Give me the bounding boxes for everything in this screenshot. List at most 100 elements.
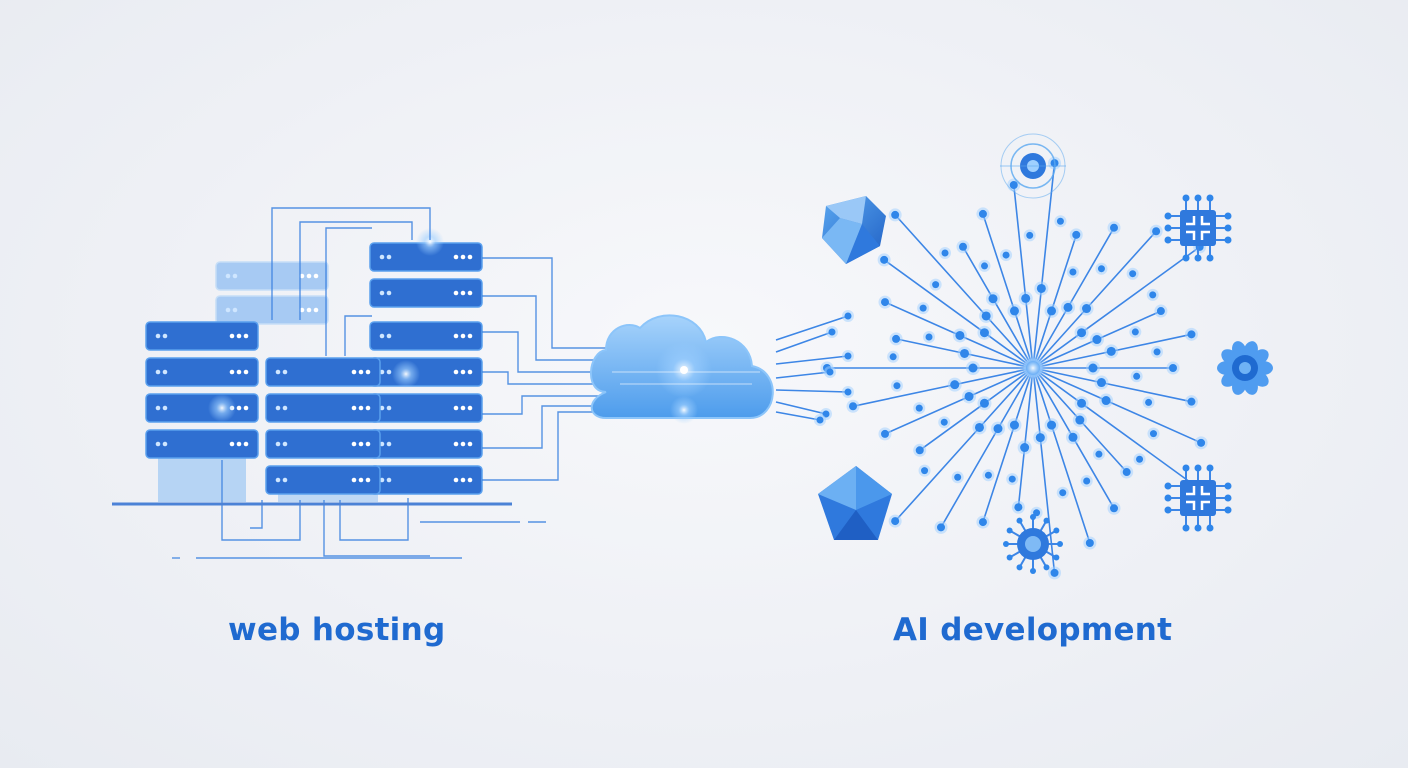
cog-spoke	[1044, 530, 1057, 538]
network-node	[1187, 397, 1196, 406]
cog-tooth	[1006, 554, 1013, 561]
network-node	[844, 388, 852, 396]
network-node	[964, 391, 974, 401]
network-node	[828, 328, 836, 336]
network-node	[1059, 489, 1067, 497]
network-node	[978, 209, 987, 218]
network-node	[988, 294, 998, 304]
network-link	[894, 214, 1034, 369]
network-node	[1021, 293, 1031, 303]
network-feed-link	[775, 315, 849, 341]
network-node	[1169, 364, 1177, 372]
network-node	[921, 467, 929, 475]
network-node	[1009, 420, 1019, 430]
web-hosting-caption: web hosting	[228, 612, 446, 648]
network-node	[1047, 420, 1057, 430]
network-node	[1106, 346, 1116, 356]
network-node	[981, 311, 991, 321]
server-wire	[344, 315, 372, 356]
network-node	[1009, 181, 1018, 190]
cog-tooth	[1053, 527, 1060, 534]
server-wire	[323, 500, 430, 557]
network-node	[893, 382, 901, 390]
network-node	[1035, 433, 1045, 443]
network-node	[925, 333, 933, 341]
cog-tooth	[1006, 527, 1013, 534]
network-feed-link	[775, 355, 849, 365]
network-node	[1095, 450, 1103, 458]
network-node	[984, 471, 992, 479]
network-node	[1145, 398, 1153, 406]
server-wires	[112, 207, 620, 559]
network-node	[880, 255, 889, 264]
network-node	[1050, 568, 1059, 577]
network-node	[1069, 268, 1077, 276]
network-node	[1026, 231, 1034, 239]
network-node	[1153, 348, 1161, 356]
network-node	[937, 523, 945, 532]
network-node	[978, 518, 987, 527]
network-node	[1152, 227, 1161, 236]
network-node	[892, 334, 901, 343]
network-node	[1110, 504, 1118, 513]
network-node	[919, 304, 927, 312]
network-node	[1149, 291, 1157, 299]
network-node	[1033, 509, 1041, 517]
network-node	[1097, 265, 1105, 273]
network-node	[940, 418, 948, 426]
server-unit	[145, 321, 259, 351]
cog-center	[1025, 536, 1041, 552]
server-unit	[369, 429, 483, 459]
network-feed-link	[775, 401, 827, 415]
network-node	[881, 429, 890, 438]
network-node	[959, 242, 967, 251]
server-unit	[265, 429, 381, 459]
server-glow	[416, 228, 444, 256]
network-node	[1092, 335, 1102, 345]
network-node	[1122, 468, 1131, 477]
network-link	[894, 367, 1034, 522]
network-node	[1036, 283, 1046, 293]
network-link	[1032, 367, 1202, 444]
server-unit	[265, 393, 381, 423]
network-node	[1002, 251, 1010, 259]
network-feed-link	[775, 371, 831, 379]
network-node	[1063, 302, 1073, 312]
server-unit	[369, 465, 483, 495]
server-unit	[369, 357, 483, 387]
network-node	[1133, 372, 1141, 380]
network-node	[849, 402, 858, 411]
server-wire	[221, 460, 301, 541]
cog-tooth	[1057, 541, 1063, 547]
network-feed-link	[775, 411, 821, 421]
network-node	[1149, 430, 1157, 438]
cog-tooth	[1053, 554, 1060, 561]
network-node	[1187, 330, 1196, 339]
server-wire	[482, 411, 620, 481]
network-node	[1096, 378, 1106, 388]
server-wire	[482, 295, 620, 361]
chip-icon	[1164, 194, 1232, 262]
network-feed-link	[775, 389, 849, 393]
network-node	[1085, 538, 1094, 547]
server-glow	[208, 394, 236, 422]
network-node	[1131, 328, 1139, 336]
network-node	[1197, 438, 1206, 447]
network-node	[960, 348, 970, 358]
flower-core	[1239, 362, 1251, 374]
network-node	[1020, 443, 1030, 453]
server-unit	[369, 321, 483, 351]
cog-spoke	[1044, 550, 1057, 558]
network-node	[1068, 432, 1078, 442]
network-node	[1077, 398, 1087, 408]
network-node	[915, 446, 924, 455]
cog-tooth	[1043, 564, 1050, 571]
server-wire	[339, 498, 409, 541]
network-node	[955, 330, 965, 340]
network-node	[1008, 475, 1016, 483]
network-node	[1156, 307, 1165, 316]
cube-icon	[822, 196, 886, 264]
network-node	[1075, 415, 1085, 425]
neural-network-icon	[814, 156, 1208, 580]
